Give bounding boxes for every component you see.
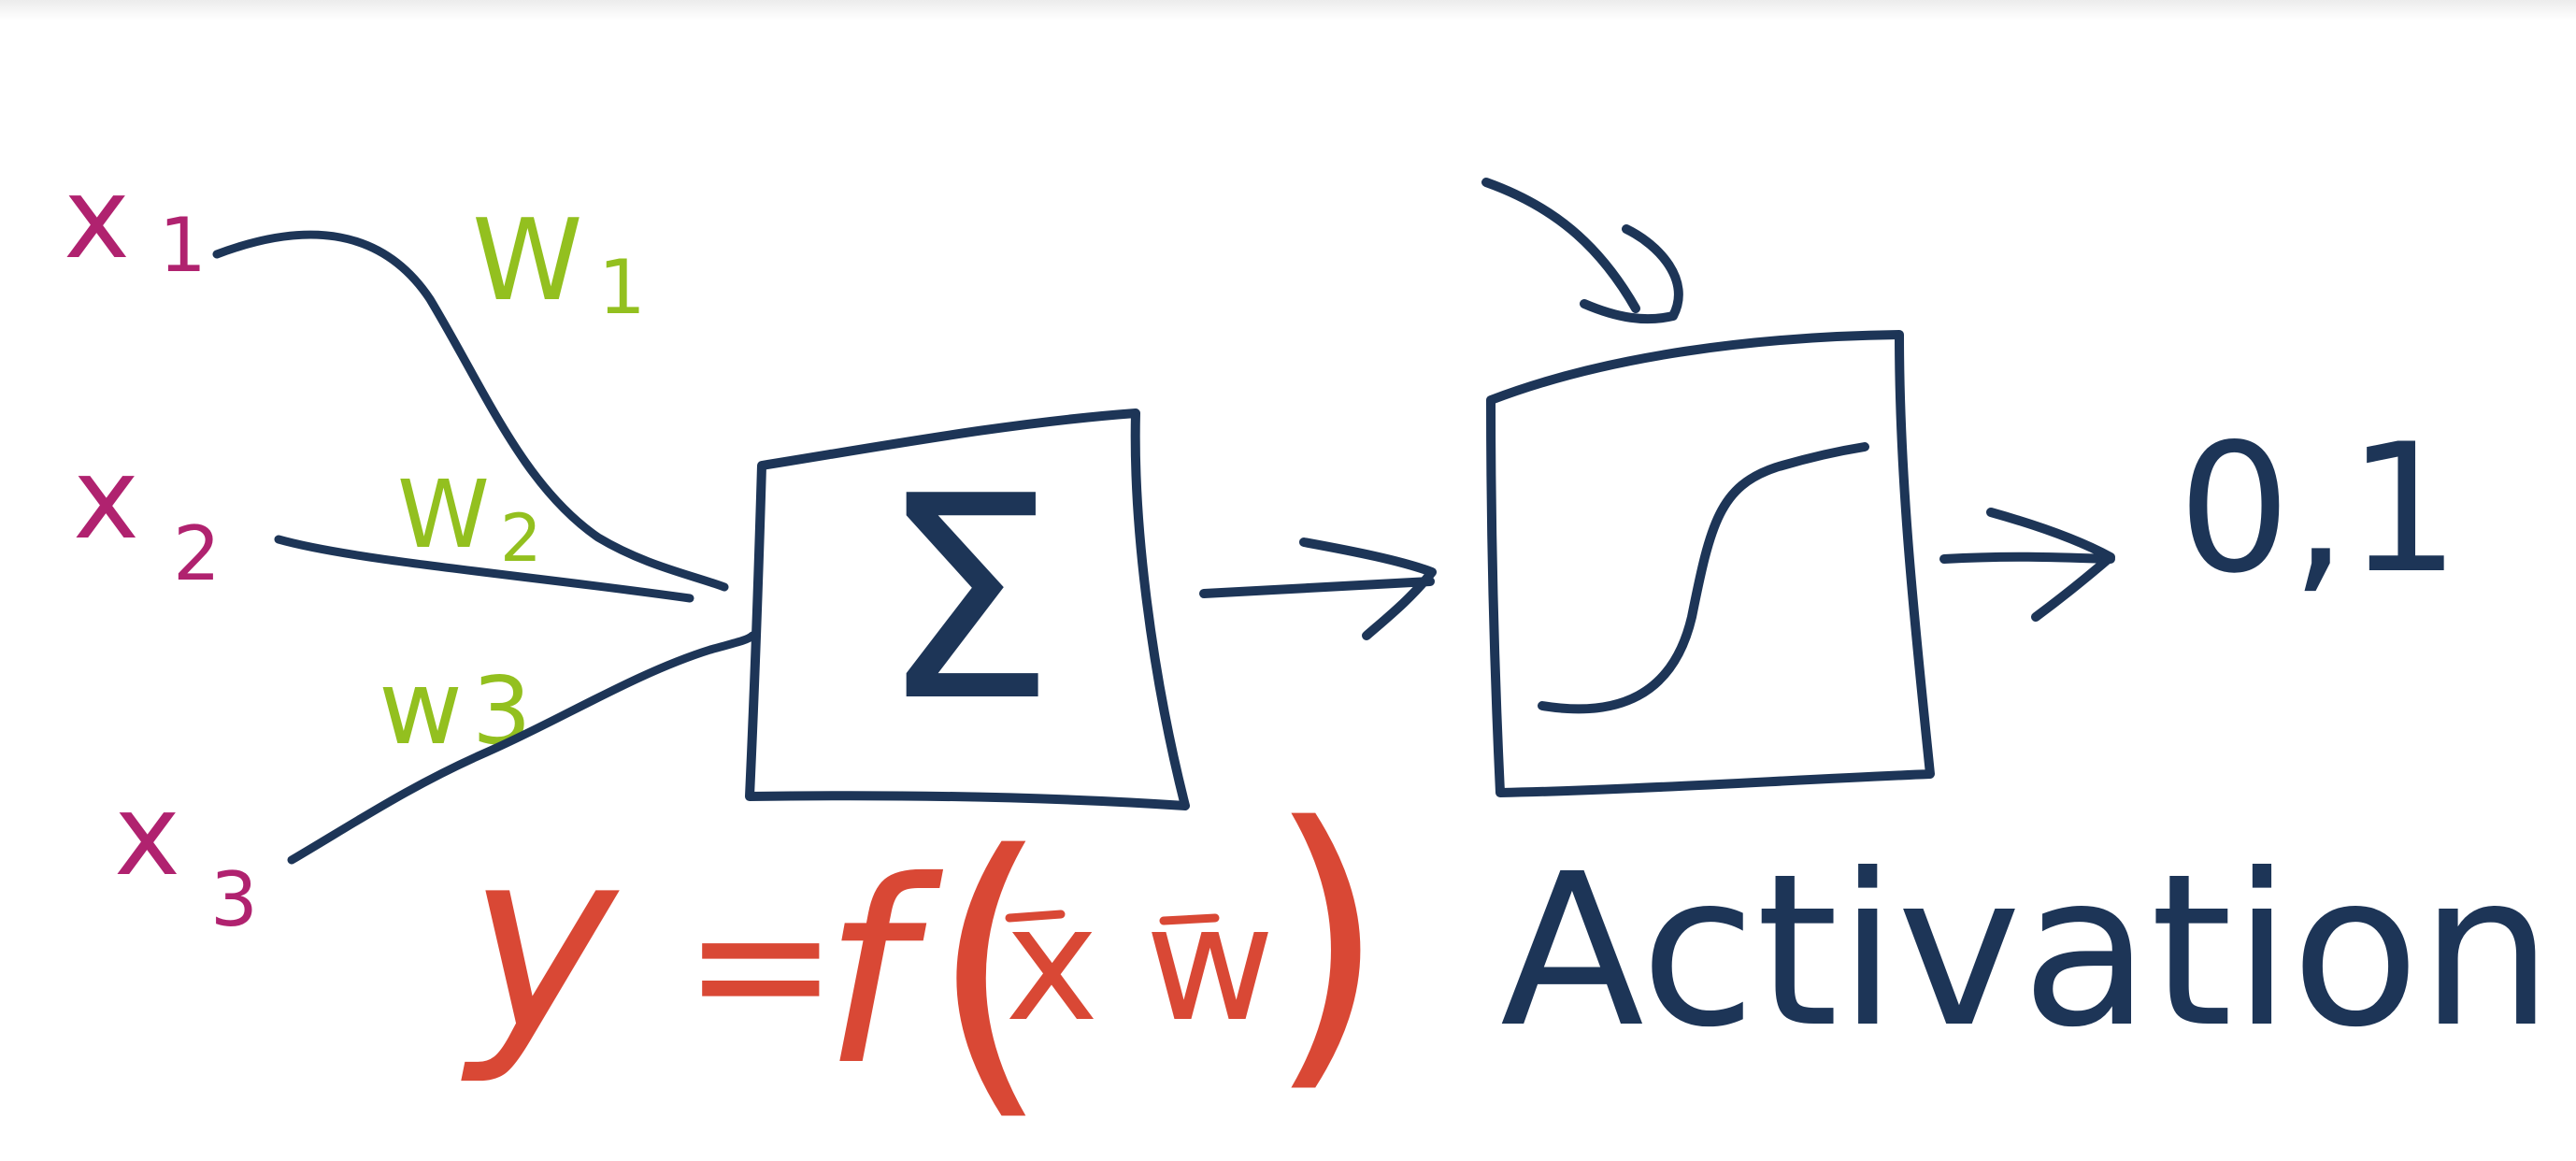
top-strip bbox=[0, 0, 2576, 21]
weight-w3-name: w bbox=[379, 648, 463, 767]
input-x2-name: x bbox=[73, 435, 139, 565]
weight-w1-subscript: 1 bbox=[598, 244, 646, 331]
input-x1-subscript: 1 bbox=[159, 202, 207, 289]
weight-label-w1: W 1 bbox=[472, 196, 646, 331]
output-label: 0,1 bbox=[2178, 406, 2460, 612]
equation-w: w bbox=[1145, 872, 1275, 1057]
equation: y = f ( x w ) bbox=[460, 761, 1387, 1148]
weight-label-w3: w 3 bbox=[379, 648, 532, 767]
input-label-x1: x 1 bbox=[64, 154, 207, 289]
arrow-sum-to-activation bbox=[1199, 538, 1437, 640]
equation-x-bar bbox=[1005, 910, 1066, 923]
activation-label: Activation bbox=[1500, 829, 2553, 1074]
summation-box bbox=[745, 408, 1190, 810]
activation-box bbox=[1486, 330, 1935, 797]
equation-equals: = bbox=[682, 855, 839, 1073]
equation-w-bar bbox=[1159, 913, 1220, 925]
equation-open-paren: ( bbox=[930, 789, 1051, 1148]
input-label-x3: x 3 bbox=[114, 771, 258, 943]
input-x2-subscript: 2 bbox=[173, 510, 221, 597]
sigmoid-curve bbox=[1538, 442, 1869, 714]
arrow-activation-to-output bbox=[1939, 508, 2115, 622]
input-x1-name: x bbox=[64, 154, 130, 284]
weight-w2-subscript: 2 bbox=[500, 500, 542, 577]
input-x3-name: x bbox=[114, 771, 180, 901]
weight-w2-name: W bbox=[397, 460, 490, 569]
feedback-arrow bbox=[1481, 178, 1683, 324]
input-label-x2: x 2 bbox=[73, 435, 221, 597]
equation-function: f bbox=[823, 826, 945, 1121]
summation-symbol: Σ bbox=[879, 437, 1056, 763]
weight-w1-name: W bbox=[472, 196, 583, 326]
equation-close-paren: ) bbox=[1267, 761, 1387, 1120]
equation-lhs: y bbox=[460, 794, 622, 1088]
input-connection-x2 bbox=[274, 535, 694, 603]
input-connection-x3 bbox=[287, 631, 757, 865]
input-connection-x1 bbox=[212, 230, 729, 592]
weight-label-w2: W 2 bbox=[397, 460, 542, 577]
input-x3-subscript: 3 bbox=[210, 856, 258, 943]
equation-x: x bbox=[1005, 872, 1099, 1057]
